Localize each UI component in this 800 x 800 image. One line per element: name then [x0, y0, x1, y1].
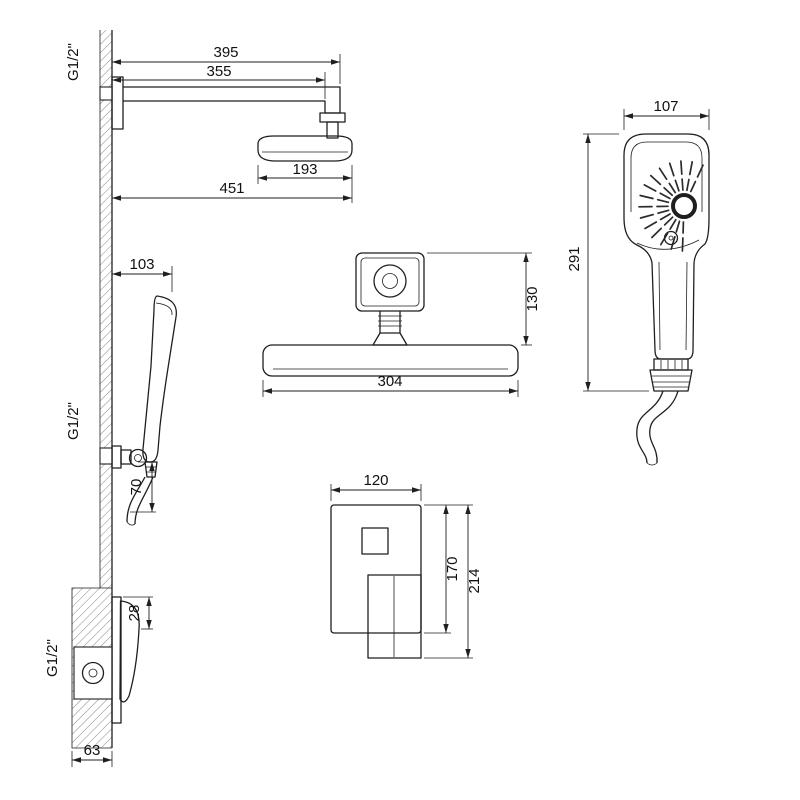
- hose-connector-nut: [649, 369, 693, 392]
- valve-inlet-port: [81, 661, 105, 685]
- embedded-valve-body: [73, 646, 113, 700]
- dim-label-304: 304: [377, 373, 402, 390]
- dim-label-120: 120: [363, 472, 388, 489]
- handshower-body-side: [142, 295, 178, 463]
- dim-label-70: 70: [128, 479, 145, 496]
- mode-button: [663, 230, 679, 246]
- mixer-side-view: [111, 596, 140, 724]
- dim-label-355: 355: [206, 63, 231, 80]
- overhead-shower-front-view: [262, 252, 519, 377]
- dim-label-451: 451: [219, 180, 244, 197]
- dimensions: 395 355 193 451 G1/2" 103 G1/2" 70 28 G1…: [44, 43, 710, 767]
- dim-label-291: 291: [566, 246, 583, 271]
- trim-plate-front: [330, 504, 422, 634]
- dim-label-193: 193: [292, 161, 317, 178]
- spray-center-ring: [671, 193, 697, 219]
- thread-label-valve: G1/2": [44, 639, 61, 677]
- arm-wall-stub: [99, 86, 113, 101]
- trim-plate-side: [111, 596, 122, 724]
- dim-label-130: 130: [524, 286, 541, 311]
- overhead-shower-side-view: [111, 76, 353, 162]
- hose-side: [126, 476, 146, 523]
- dim-label-28: 28: [126, 605, 143, 622]
- lever-handle-front: [367, 574, 422, 659]
- dim-label-214: 214: [466, 568, 483, 593]
- outlet-nut: [128, 448, 148, 468]
- thread-label-outlet: G1/2": [65, 402, 82, 440]
- spray-fan: [638, 160, 704, 252]
- ball-joint: [373, 264, 407, 298]
- handshower-front-view: [623, 133, 710, 466]
- mount-bracket: [355, 252, 425, 312]
- outlet-wall-stub: [99, 447, 113, 465]
- dim-label-63: 63: [84, 742, 101, 759]
- thread-label-arm: G1/2": [65, 43, 82, 81]
- head-front: [262, 344, 519, 377]
- shower-arm: [123, 86, 341, 114]
- diverter-window: [361, 527, 389, 555]
- dim-label-103: 103: [129, 256, 154, 273]
- dim-label-170: 170: [444, 556, 461, 581]
- handshower-body-front: [623, 133, 710, 360]
- head-side-profile: [257, 135, 353, 162]
- lever-handle-side: [119, 600, 140, 703]
- wall-section-side-view: [71, 30, 113, 749]
- mixer-front-view: [330, 504, 422, 659]
- handle-collar: [653, 358, 689, 371]
- dim-label-107: 107: [653, 98, 678, 115]
- arm-flange: [111, 76, 124, 130]
- hose-front: [636, 390, 664, 464]
- hose-nut: [144, 461, 158, 478]
- dim-label-395: 395: [213, 44, 238, 61]
- arm-joint: [319, 112, 346, 123]
- outlet-flange: [111, 445, 122, 469]
